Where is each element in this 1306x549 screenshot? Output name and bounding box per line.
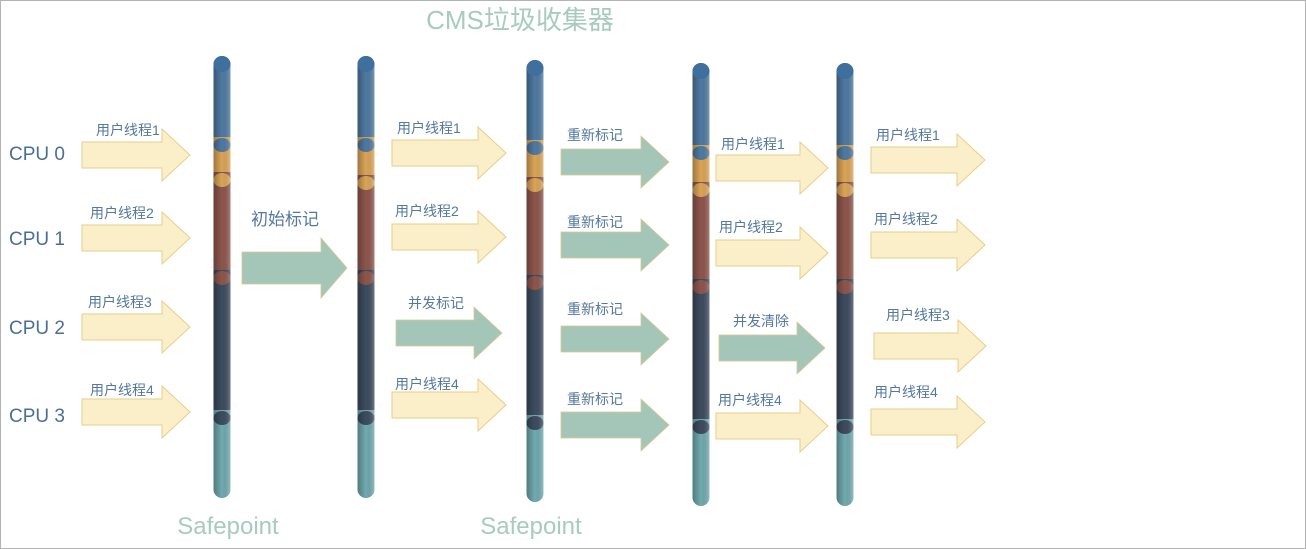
user-thread-arrow: 用户线程3 (81, 294, 191, 355)
arrow-shape (873, 318, 987, 374)
arrow-shape (81, 210, 191, 266)
user-thread-arrow: 用户线程1 (391, 120, 507, 181)
pillar-cap (213, 56, 231, 72)
arrow-label: 并发清除 (733, 313, 789, 329)
safepoint-pillar (357, 56, 375, 498)
gc-phase-arrow: 重新标记 (560, 127, 670, 189)
gc-phase-arrow: 并发标记 (395, 295, 503, 360)
cpu-label-1: CPU 1 (9, 229, 65, 250)
arrow-shape (560, 135, 670, 189)
cpu-label-2: CPU 2 (9, 318, 65, 339)
arrow-shape (560, 398, 670, 452)
user-thread-arrow: 用户线程2 (715, 219, 829, 281)
arrow-shape (81, 127, 191, 183)
arrow-shape (870, 132, 986, 188)
arrow-label: 用户线程2 (874, 211, 938, 227)
cpu-label-0: CPU 0 (9, 144, 65, 165)
arrow-label: 用户线程4 (718, 392, 782, 408)
arrow-label: 用户线程1 (876, 127, 940, 143)
gc-phase-arrow: 并发清除 (718, 313, 826, 375)
user-thread-arrow: 用户线程2 (81, 205, 191, 266)
pillar-cap (526, 60, 544, 76)
arrow-shape (391, 125, 507, 181)
safepoint-label-1: Safepoint (177, 513, 279, 540)
arrow-label: 重新标记 (567, 391, 623, 407)
pillar-cap (357, 56, 375, 72)
diagram-title: CMS垃圾收集器 (426, 5, 614, 35)
user-thread-arrow: 用户线程4 (391, 376, 507, 433)
arrow-label: 初始标记 (251, 210, 319, 229)
arrow-label: 用户线程4 (90, 382, 154, 398)
arrow-shape (870, 217, 986, 273)
safepoint-labels: Safepoint Safepoint (177, 513, 582, 540)
arrow-shape (870, 394, 986, 450)
gc-phase-arrow: 重新标记 (560, 391, 670, 452)
arrow-shape (715, 398, 829, 454)
safepoint-pillar (526, 60, 544, 502)
arrow-label: 用户线程2 (90, 205, 154, 221)
arrow-shape (715, 140, 829, 196)
arrow-shape (715, 225, 829, 281)
arrow-label: 用户线程2 (719, 219, 783, 235)
thread-arrows: 用户线程1用户线程2用户线程3用户线程4初始标记用户线程1用户线程2并发标记用户… (81, 120, 987, 454)
safepoint-pillars (213, 56, 854, 506)
gc-phase-arrow: 初始标记 (241, 210, 348, 300)
user-thread-arrow: 用户线程1 (870, 127, 986, 188)
arrow-label: 用户线程1 (397, 120, 461, 136)
arrow-shape (81, 299, 191, 355)
arrow-label: 用户线程1 (721, 136, 785, 152)
arrow-label: 用户线程3 (88, 294, 152, 310)
cpu-labels: CPU 0 CPU 1 CPU 2 CPU 3 (9, 144, 65, 427)
arrow-shape (395, 306, 503, 360)
user-thread-arrow: 用户线程4 (81, 382, 191, 440)
arrow-shape (81, 384, 191, 440)
user-thread-arrow: 用户线程2 (870, 211, 986, 273)
arrow-shape (560, 312, 670, 366)
arrow-shape (241, 236, 348, 300)
arrow-shape (391, 209, 507, 265)
user-thread-arrow: 用户线程1 (715, 136, 829, 196)
arrow-shape (560, 218, 670, 272)
arrow-shape (391, 377, 507, 433)
arrow-label: 重新标记 (567, 127, 623, 143)
gc-phase-arrow: 重新标记 (560, 214, 670, 272)
user-thread-arrow: 用户线程1 (81, 122, 191, 183)
user-thread-arrow: 用户线程2 (391, 203, 507, 265)
cpu-label-3: CPU 3 (9, 406, 65, 427)
safepoint-pillar (692, 63, 710, 506)
arrow-label: 重新标记 (567, 301, 623, 317)
gc-phase-arrow: 重新标记 (560, 301, 670, 366)
user-thread-arrow: 用户线程3 (873, 307, 987, 374)
arrow-label: 用户线程4 (874, 384, 938, 400)
user-thread-arrow: 用户线程4 (870, 384, 986, 450)
arrow-label: 用户线程2 (395, 203, 459, 219)
arrow-label: 重新标记 (567, 214, 623, 230)
arrow-label: 用户线程3 (886, 307, 950, 323)
safepoint-label-2: Safepoint (480, 513, 582, 540)
pillar-cap (836, 63, 854, 79)
safepoint-pillar (213, 56, 231, 498)
arrow-label: 用户线程1 (96, 122, 160, 138)
arrow-shape (718, 321, 826, 375)
safepoint-pillar (836, 63, 854, 506)
pillar-cap (692, 63, 710, 79)
arrow-label: 并发标记 (408, 295, 464, 311)
arrow-label: 用户线程4 (395, 376, 459, 392)
user-thread-arrow: 用户线程4 (715, 392, 829, 454)
